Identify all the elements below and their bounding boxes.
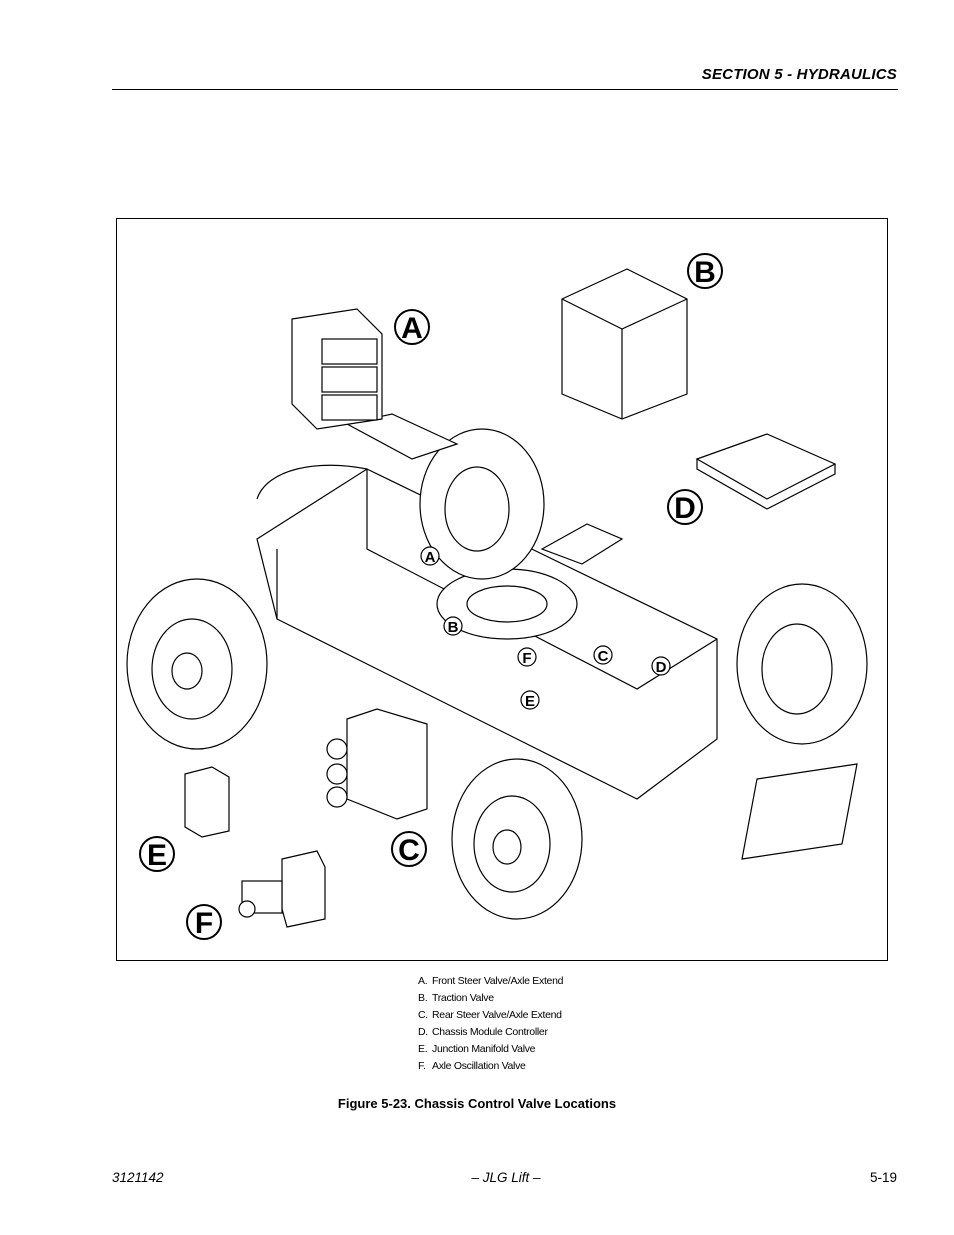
- legend-item: A.Front Steer Valve/Axle Extend: [418, 975, 564, 987]
- callout-c-small: C: [598, 648, 609, 665]
- callout-c-large: [391, 831, 427, 867]
- legend-item: E.Junction Manifold Valve: [418, 1043, 536, 1055]
- header-rule: [112, 89, 898, 90]
- valve-c-drawing: [326, 708, 428, 820]
- figure-caption: Figure 5-23. Chassis Control Valve Locat…: [337, 1096, 617, 1111]
- callout-e-label: E: [147, 839, 167, 872]
- figure-legend: A.Front Steer Valve/Axle Extend B.Tracti…: [418, 973, 563, 1075]
- valve-f-drawing: [238, 850, 326, 928]
- legend-item: D.Chassis Module Controller: [418, 1026, 548, 1038]
- valve-e-drawing: [184, 766, 230, 838]
- wheel-rear-left: [451, 758, 583, 920]
- callout-a-large: [394, 309, 430, 345]
- callout-c-label: C: [398, 834, 420, 867]
- page-number: 5-19: [869, 1170, 897, 1185]
- chassis-illustration: A B D C E F A: [126, 253, 868, 940]
- legend-item: F.Axle Oscillation Valve: [418, 1060, 526, 1072]
- valve-a-drawing: [291, 308, 383, 430]
- callout-b-large: [687, 253, 723, 289]
- legend-item: C.Rear Steer Valve/Axle Extend: [418, 1009, 562, 1021]
- callout-d-large: [667, 489, 703, 525]
- wheel-rear-right: [736, 583, 868, 745]
- callout-f-small: F: [522, 650, 531, 667]
- callout-a-label: A: [401, 312, 423, 345]
- callout-b-label: B: [694, 256, 716, 289]
- callout-f-label: F: [195, 907, 213, 940]
- wheel-front-right: [419, 428, 545, 580]
- valve-b-drawing: [561, 268, 688, 420]
- legend-item: B.Traction Valve: [418, 992, 494, 1004]
- doc-number: 3121142: [112, 1170, 164, 1185]
- callout-e-small: E: [525, 693, 535, 710]
- section-title: SECTION 5 - HYDRAULICS: [701, 66, 897, 83]
- callout-e-large: [139, 836, 175, 872]
- callout-d-small: D: [656, 659, 667, 676]
- callout-f-large: [186, 904, 222, 940]
- callout-a-small: A: [425, 549, 436, 566]
- wheel-front-left: [126, 578, 268, 750]
- footer-brand: – JLG Lift –: [471, 1170, 541, 1185]
- module-d-drawing: [695, 433, 837, 500]
- figure-frame: A B D C E F A: [116, 218, 888, 961]
- callout-b-small: B: [448, 619, 459, 636]
- callout-d-label: D: [674, 492, 696, 525]
